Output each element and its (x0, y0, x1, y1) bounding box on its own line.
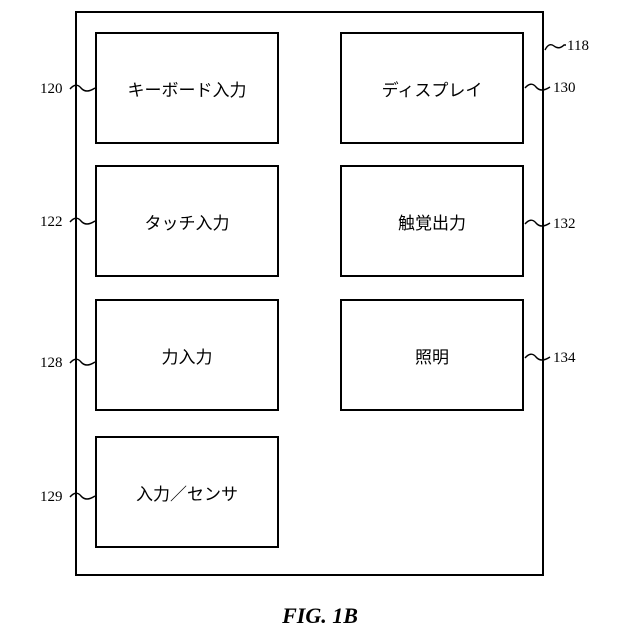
lead-120 (70, 85, 95, 91)
ref-130: 130 (553, 81, 576, 96)
ref-122: 122 (40, 215, 63, 230)
lead-132 (525, 220, 550, 226)
ref-129: 129 (40, 490, 63, 505)
figure-caption: FIG. 1B (0, 603, 640, 629)
ref-128: 128 (40, 356, 63, 371)
ref-132: 132 (553, 217, 576, 232)
lead-122 (70, 218, 95, 224)
lead-130 (525, 84, 550, 90)
ref-120: 120 (40, 82, 63, 97)
ref-118: 118 (567, 39, 589, 54)
ref-134: 134 (553, 351, 576, 366)
lead-128 (70, 359, 95, 365)
lead-134 (525, 354, 550, 360)
lead-118 (545, 45, 566, 50)
lead-129 (70, 493, 95, 499)
